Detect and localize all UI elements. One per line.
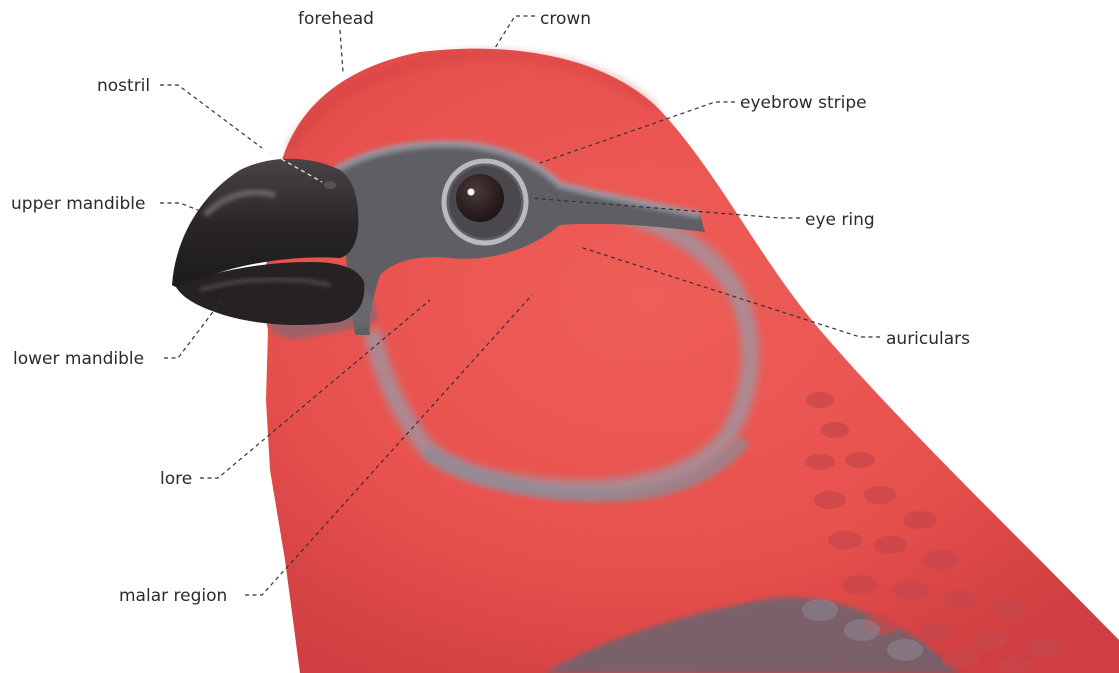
label-forehead: forehead bbox=[298, 9, 374, 29]
eye bbox=[444, 161, 526, 243]
eye-catchlight bbox=[468, 189, 475, 196]
nostril-dot bbox=[324, 181, 336, 189]
label-malar-region: malar region bbox=[119, 586, 227, 606]
label-eyebrow-stripe: eyebrow stripe bbox=[740, 93, 867, 113]
leader-crown bbox=[495, 16, 535, 48]
beak bbox=[172, 159, 364, 325]
eye-pupil bbox=[456, 174, 504, 222]
leader-forehead bbox=[340, 30, 343, 72]
leader-nostril bbox=[160, 85, 262, 148]
label-lore: lore bbox=[160, 469, 192, 489]
label-crown: crown bbox=[540, 9, 591, 29]
leader-upper-mandible bbox=[160, 203, 203, 212]
bird-head-body bbox=[262, 49, 1119, 673]
label-upper-mandible: upper mandible bbox=[11, 194, 145, 214]
label-eye-ring: eye ring bbox=[805, 210, 875, 230]
label-auriculars: auriculars bbox=[886, 329, 970, 349]
label-nostril: nostril bbox=[97, 76, 150, 96]
bird-illustration bbox=[172, 49, 1119, 673]
label-lower-mandible: lower mandible bbox=[13, 349, 144, 369]
